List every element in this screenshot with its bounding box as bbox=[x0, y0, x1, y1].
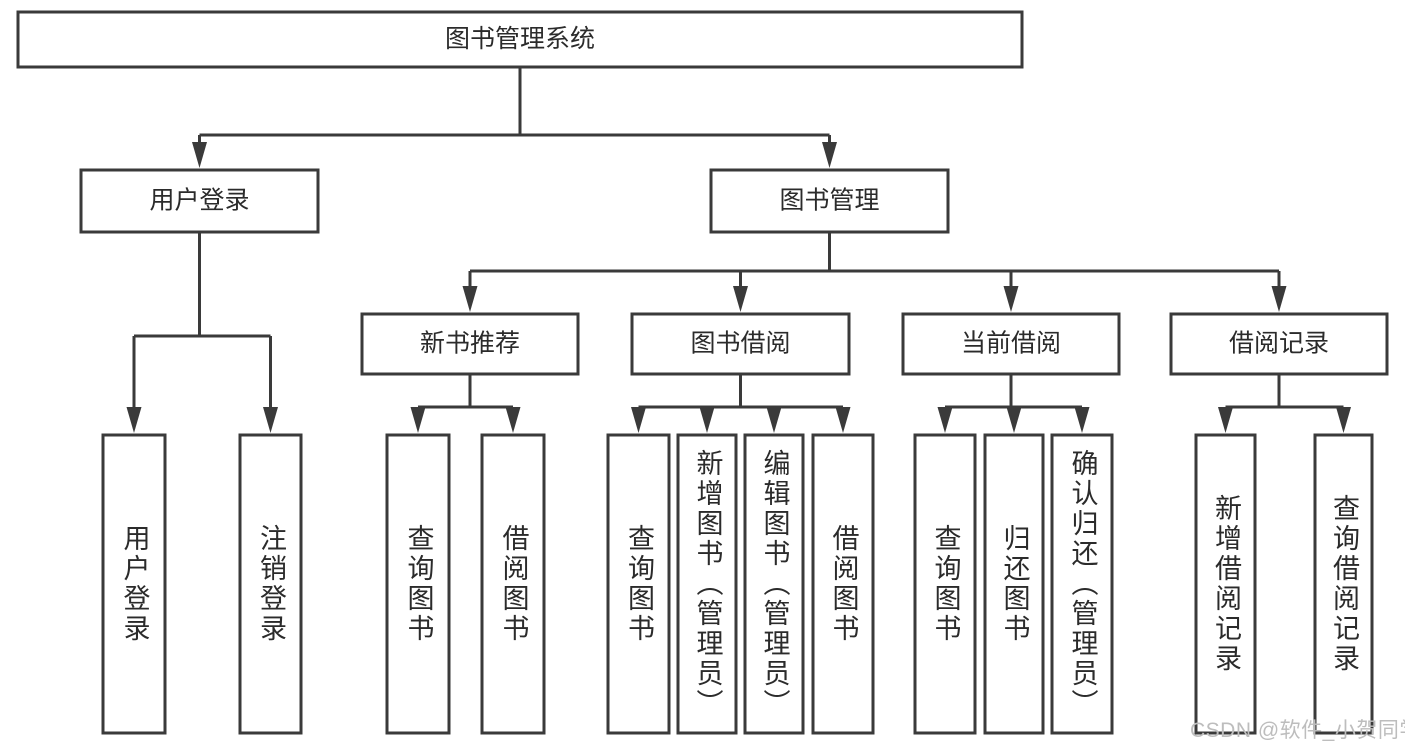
node-box[interactable] bbox=[79, 168, 320, 234]
arrow-head-icon bbox=[835, 407, 851, 433]
node-book-manage[interactable]: 图书管理 bbox=[709, 168, 950, 234]
node-new-book-rec[interactable]: 新书推荐 bbox=[360, 312, 580, 376]
node-leaf-borrow-book-rec[interactable] bbox=[480, 433, 546, 735]
node-box[interactable] bbox=[1050, 433, 1114, 735]
arrow-head-icon bbox=[1003, 286, 1019, 312]
arrow-head-icon bbox=[1218, 407, 1233, 433]
arrow-head-icon bbox=[1074, 407, 1090, 433]
arrow-head-icon bbox=[263, 407, 278, 433]
node-leaf-return-book[interactable] bbox=[983, 433, 1045, 735]
connector-group-current_borrow bbox=[937, 374, 1090, 433]
node-box[interactable] bbox=[385, 433, 451, 735]
node-box[interactable] bbox=[743, 433, 805, 735]
node-leaf-query-record[interactable] bbox=[1313, 433, 1374, 735]
arrow-head-icon bbox=[733, 286, 748, 312]
node-box[interactable] bbox=[238, 433, 303, 735]
node-leaf-confirm-return[interactable] bbox=[1050, 433, 1114, 735]
node-user-login[interactable]: 用户登录 bbox=[79, 168, 320, 234]
node-leaf-logout[interactable] bbox=[238, 433, 303, 735]
node-box[interactable] bbox=[1169, 312, 1389, 376]
arrow-head-icon bbox=[1006, 407, 1022, 433]
arrow-head-icon bbox=[1271, 286, 1287, 312]
node-box[interactable] bbox=[101, 433, 167, 735]
node-box[interactable] bbox=[1194, 433, 1257, 735]
node-box[interactable] bbox=[983, 433, 1045, 735]
node-box[interactable] bbox=[811, 433, 875, 735]
arrow-head-icon bbox=[937, 407, 953, 433]
node-leaf-borrow-book-b[interactable] bbox=[811, 433, 875, 735]
arrow-head-icon bbox=[192, 142, 207, 168]
connector-group-new_book_rec bbox=[410, 374, 521, 433]
arrow-head-icon bbox=[410, 407, 426, 433]
node-book-borrow[interactable]: 图书借阅 bbox=[630, 312, 851, 376]
node-box[interactable] bbox=[709, 168, 950, 234]
connector-group-borrow_record bbox=[1218, 374, 1351, 433]
node-box[interactable] bbox=[480, 433, 546, 735]
arrow-head-icon bbox=[631, 407, 646, 433]
node-current-borrow[interactable]: 当前借阅 bbox=[901, 312, 1121, 376]
node-borrow-record[interactable]: 借阅记录 bbox=[1169, 312, 1389, 376]
arrow-head-icon bbox=[822, 142, 837, 168]
node-label: 当前借阅 bbox=[961, 330, 1061, 358]
node-label: 新书推荐 bbox=[420, 330, 520, 358]
node-box[interactable] bbox=[901, 312, 1121, 376]
node-leaf-query-book-rec[interactable] bbox=[385, 433, 451, 735]
node-leaf-query-book-b[interactable] bbox=[606, 433, 671, 735]
node-box[interactable] bbox=[360, 312, 580, 376]
node-leaf-add-record[interactable] bbox=[1194, 433, 1257, 735]
node-leaf-query-book-c[interactable] bbox=[913, 433, 977, 735]
node-box[interactable] bbox=[1313, 433, 1374, 735]
connector-group-user_login bbox=[126, 232, 278, 433]
arrow-head-icon bbox=[699, 407, 715, 433]
node-leaf-add-book[interactable] bbox=[676, 433, 738, 735]
arrow-head-icon bbox=[766, 407, 782, 433]
node-label: 图书管理系统 bbox=[445, 25, 595, 53]
node-leaf-edit-book[interactable] bbox=[743, 433, 805, 735]
node-box[interactable] bbox=[16, 10, 1024, 69]
arrow-head-icon bbox=[505, 407, 521, 433]
arrow-head-icon bbox=[126, 407, 142, 433]
node-box[interactable] bbox=[606, 433, 671, 735]
node-leaf-user-login[interactable] bbox=[101, 433, 167, 735]
node-root[interactable]: 图书管理系统 bbox=[16, 10, 1024, 69]
arrow-head-icon bbox=[462, 286, 478, 312]
connector-group-book_manage bbox=[462, 232, 1287, 312]
connector-group-book_borrow bbox=[631, 374, 851, 433]
connector-group-root bbox=[192, 67, 837, 168]
node-label: 图书管理 bbox=[779, 187, 879, 215]
node-label: 用户登录 bbox=[149, 187, 249, 215]
node-label: 图书借阅 bbox=[690, 330, 790, 358]
arrow-head-icon bbox=[1336, 407, 1351, 433]
node-box[interactable] bbox=[630, 312, 851, 376]
node-label: 借阅记录 bbox=[1229, 330, 1329, 358]
node-box[interactable] bbox=[676, 433, 738, 735]
watermark: CSDN @软件_小贺同学 bbox=[1190, 719, 1405, 742]
node-box[interactable] bbox=[913, 433, 977, 735]
